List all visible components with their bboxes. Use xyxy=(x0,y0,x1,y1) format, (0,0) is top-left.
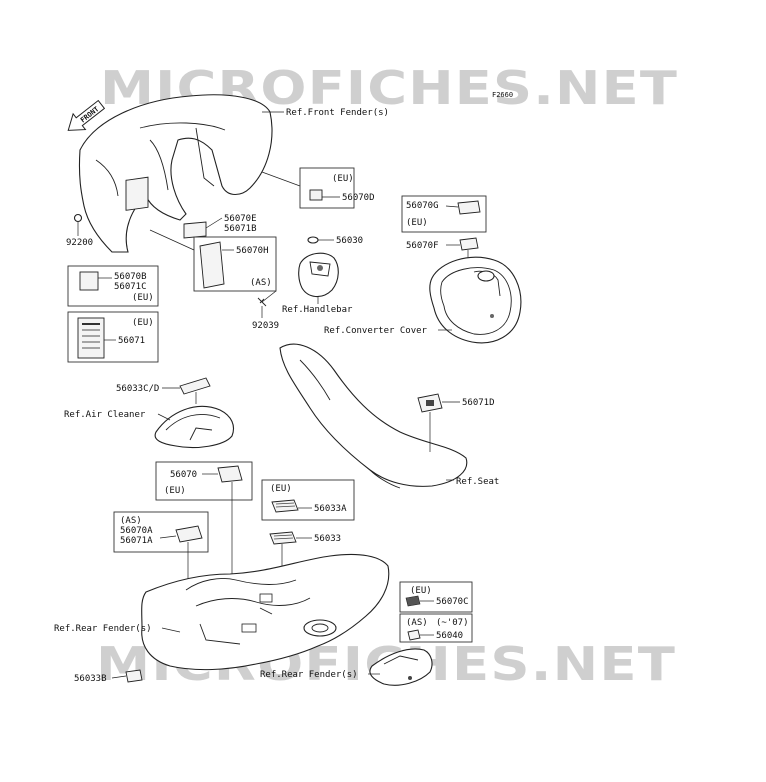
box-56071 xyxy=(67,311,159,363)
label-56070A: 56070A xyxy=(120,526,153,536)
decal-56033B xyxy=(125,669,143,683)
label-eu-56070G: (EU) xyxy=(406,218,428,228)
label-56071A: 56071A xyxy=(120,536,153,546)
label-56070H: 56070H xyxy=(236,246,269,256)
ref-rear-fender-left: Ref.Rear Fender(s) xyxy=(54,624,152,634)
decal-56070E xyxy=(183,221,207,239)
label-eu-56070D: (EU) xyxy=(332,174,354,184)
decal-56070C xyxy=(405,595,421,607)
box-56070G xyxy=(401,195,487,233)
label-as-56040: (AS) xyxy=(406,618,428,628)
label-56070C: 56070C xyxy=(436,597,469,607)
label-eu-56070B: (EU) xyxy=(132,293,154,303)
decal-56070F xyxy=(459,237,479,251)
air-cleaner-cover xyxy=(154,405,235,449)
box-56070 xyxy=(155,461,253,501)
ref-front-fender: Ref.Front Fender(s) xyxy=(286,108,389,118)
decal-56070G xyxy=(457,200,481,215)
ref-seat: Ref.Seat xyxy=(456,477,499,487)
label-eu-56033A: (EU) xyxy=(270,484,292,494)
decal-56030 xyxy=(307,236,319,244)
label-56033: 56033 xyxy=(314,534,341,544)
label-56070B: 56070B xyxy=(114,272,147,282)
figure-code: F2660 xyxy=(492,91,513,99)
decal-56070A xyxy=(175,525,203,543)
label-56070F: 56070F xyxy=(406,241,439,251)
label-56071B: 56071B xyxy=(224,224,257,234)
label-56071: 56071 xyxy=(118,336,145,346)
decal-56070H xyxy=(199,241,225,289)
label-56071C: 56071C xyxy=(114,282,147,292)
box-56070B xyxy=(67,265,159,307)
label-56070E: 56070E xyxy=(224,214,257,224)
seat xyxy=(279,343,468,489)
decal-56040 xyxy=(407,629,421,641)
rear-fender xyxy=(141,553,390,671)
decal-56033 xyxy=(269,531,297,545)
label-56070G: 56070G xyxy=(406,201,439,211)
label-56071D: 56071D xyxy=(462,398,495,408)
handlebar-cover xyxy=(298,252,339,298)
label-56030: 56030 xyxy=(336,236,363,246)
decal-56070 xyxy=(217,465,243,483)
box-56033A xyxy=(261,479,355,521)
label-56033A: 56033A xyxy=(314,504,347,514)
label-92039: 92039 xyxy=(252,321,279,331)
converter-cover xyxy=(429,256,522,344)
label-eu-56070C: (EU) xyxy=(410,586,432,596)
decal-56033CD xyxy=(179,377,211,395)
label-eu-56070: (EU) xyxy=(164,486,186,496)
screw-92039 xyxy=(257,290,277,318)
label-92200: 92200 xyxy=(66,238,93,248)
box-56070C xyxy=(399,581,473,613)
decal-56070B xyxy=(79,271,99,291)
ref-handlebar: Ref.Handlebar xyxy=(282,305,353,315)
label-eu-56071: (EU) xyxy=(132,318,154,328)
label-56070D: 56070D xyxy=(342,193,375,203)
box-56070A xyxy=(113,511,209,553)
box-56070D xyxy=(299,167,355,209)
box-56040 xyxy=(399,613,473,643)
label-56040: 56040 xyxy=(436,631,463,641)
label-56070: 56070 xyxy=(170,470,197,480)
front-fender xyxy=(73,94,273,253)
decal-56070D xyxy=(309,189,323,201)
label-56033CD: 56033C/D xyxy=(116,384,159,394)
label-as-front: (AS) xyxy=(250,278,272,288)
decal-56070H-shape xyxy=(125,176,149,211)
decal-56033A xyxy=(271,499,299,513)
box-56070H xyxy=(193,236,277,292)
rear-fender-bracket xyxy=(369,648,433,686)
ref-rear-fender-right: Ref.Rear Fender(s) xyxy=(260,670,358,680)
ref-air-cleaner: Ref.Air Cleaner xyxy=(64,410,146,420)
label-56033B: 56033B xyxy=(74,674,107,684)
ref-converter-cover: Ref.Converter Cover xyxy=(324,326,428,336)
label-as-56070A: (AS) xyxy=(120,516,142,526)
label-year-56040: (~'07) xyxy=(436,618,469,628)
